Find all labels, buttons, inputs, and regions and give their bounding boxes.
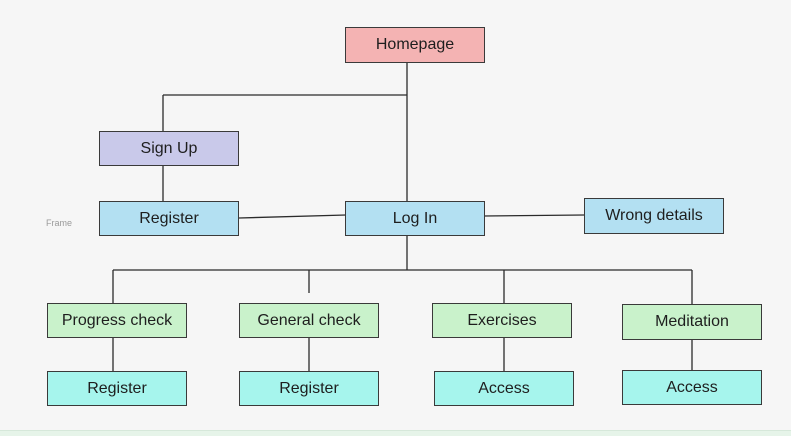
node-homepage[interactable]: Homepage xyxy=(345,27,485,63)
bottom-strip xyxy=(0,430,791,436)
connector-login-wrongdetails xyxy=(483,214,585,217)
node-wrong-details[interactable]: Wrong details xyxy=(584,198,724,234)
node-log-in[interactable]: Log In xyxy=(345,201,485,236)
node-register-general[interactable]: Register xyxy=(239,371,379,406)
node-sign-up[interactable]: Sign Up xyxy=(99,131,239,166)
node-general-check[interactable]: General check xyxy=(239,303,379,338)
connector-register-login xyxy=(238,214,347,219)
node-exercises[interactable]: Exercises xyxy=(432,303,572,338)
node-meditation[interactable]: Meditation xyxy=(622,304,762,340)
frame-label: Frame xyxy=(46,218,73,228)
node-access-meditation[interactable]: Access xyxy=(622,370,762,405)
node-progress-check[interactable]: Progress check xyxy=(47,303,187,338)
node-access-exercises[interactable]: Access xyxy=(434,371,574,406)
node-register-signup[interactable]: Register xyxy=(99,201,239,236)
node-register-progress[interactable]: Register xyxy=(47,371,187,406)
